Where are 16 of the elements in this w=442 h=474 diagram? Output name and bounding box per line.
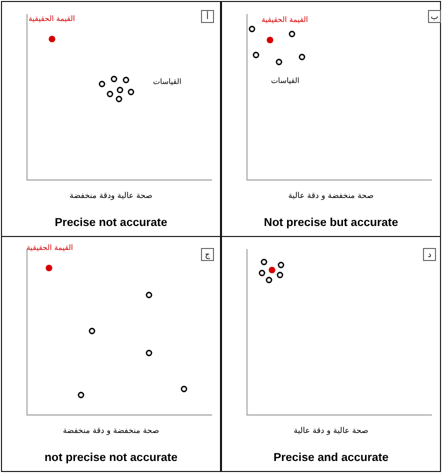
letter-box: د	[423, 248, 436, 261]
panel-box	[221, 1, 441, 237]
panel-box	[1, 1, 221, 237]
caption-text: صحة منخفضة و دقة منخفضة	[62, 426, 160, 435]
caption-text: Precise not accurate	[54, 217, 168, 229]
caption-text: صحة عالية ودقة منخفضة	[68, 191, 154, 200]
caption-text: Precise and accurate	[273, 452, 389, 464]
caption-text: Not precise but accurate	[264, 217, 398, 229]
letter-box: ب	[428, 10, 441, 23]
panel-box	[1, 236, 221, 472]
panel-box	[221, 236, 441, 472]
caption-text: صحة منخفضة و دقة عالية	[287, 191, 375, 200]
letter-box: أ	[201, 10, 214, 23]
caption-text: not precise not accurate	[44, 452, 178, 464]
letter-box: ج	[201, 248, 214, 261]
caption-text: صحة عالية و دقة عالية	[292, 426, 370, 435]
